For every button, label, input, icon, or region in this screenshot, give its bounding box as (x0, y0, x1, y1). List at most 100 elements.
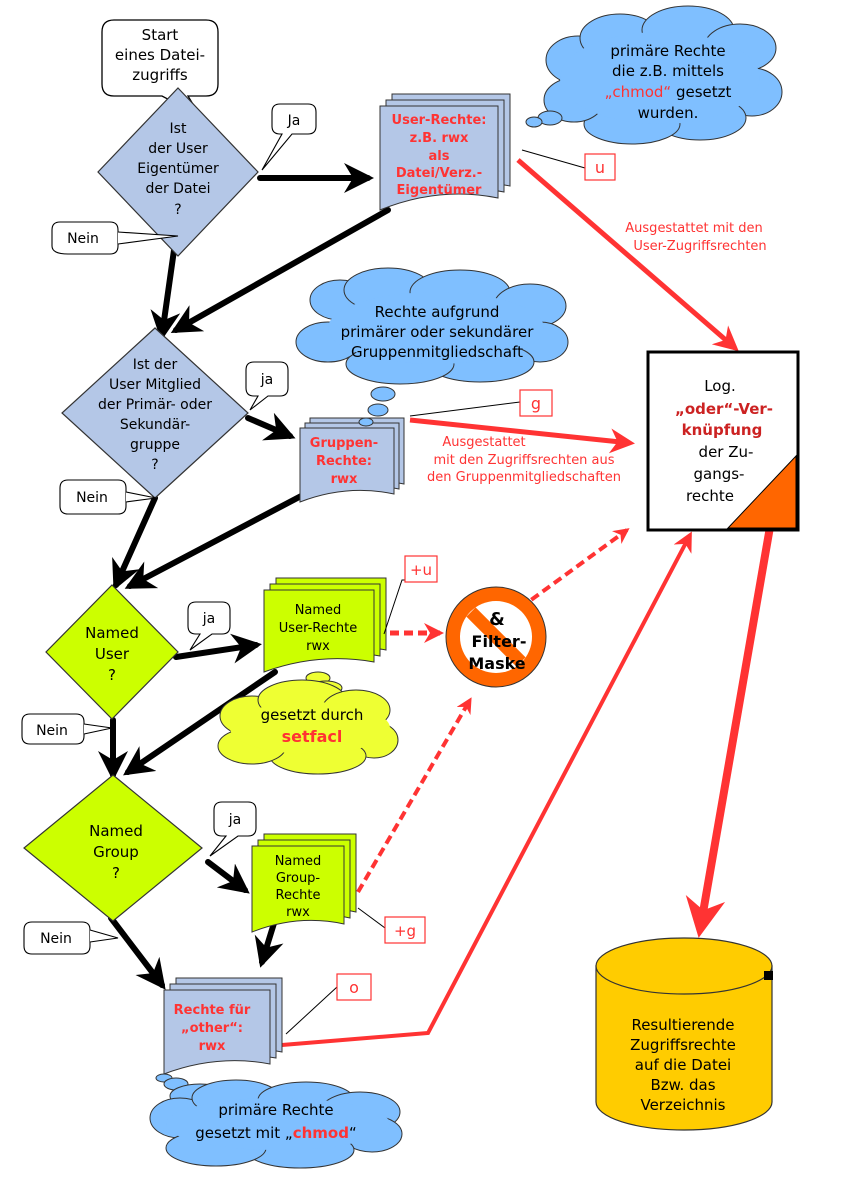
decision-owner-line-3: Eigentümer (137, 161, 219, 177)
decision-named-user: Named User ? (45, 584, 179, 720)
document-other-rights-line-2: „other“: (181, 1021, 243, 1036)
edge-label-user-line-2: User-Zugriffsrechten (633, 239, 766, 254)
document-named-user-rights-line-3: rwx (306, 639, 330, 654)
document-named-user-rights: Named User-Rechte rwx (263, 577, 387, 673)
cloud-group-membership-line-3: Gruppenmitgliedschaft (351, 343, 523, 361)
answer-ja-group: ja (245, 361, 289, 411)
cloud-chmod-primary-line-2: die z.B. mittels (612, 62, 724, 80)
decision-named-group: Named Group ? (23, 774, 203, 922)
tag-plus-u: +u (410, 561, 432, 579)
decision-named-group-line-2: Group (93, 843, 139, 861)
start-callout-line-2: eines Datei- (115, 46, 205, 64)
decision-group-line-1: Ist der (133, 357, 178, 373)
result-line-5: Verzeichnis (640, 1096, 725, 1114)
document-user-rights-line-4: Datei/Verz.- (396, 166, 482, 181)
or-box-line-4: der Zu- (699, 443, 754, 461)
cloud-chmod-primary-line-1: primäre Rechte (610, 42, 725, 60)
decision-named-group-line-3: ? (112, 864, 120, 882)
decision-group-line-5: gruppe (130, 437, 180, 453)
edge-label-group-line-1: Ausgestattet (442, 435, 525, 450)
decision-group-line-2: User Mitglied (109, 377, 201, 393)
document-named-user-rights-line-2: User-Rechte (279, 621, 357, 636)
or-box-line-3: knüpfung (682, 421, 763, 439)
decision-named-user-line-2: User (95, 645, 130, 663)
cloud-chmod-primary-line-4: wurden. (638, 104, 699, 122)
document-named-user-rights-line-1: Named (295, 603, 342, 618)
document-group-rights-line-3: rwx (331, 472, 358, 487)
tag-o: o (349, 978, 359, 997)
edge-labels: Ausgestattet mit den User-Zugriffsrechte… (427, 221, 767, 485)
document-other-rights-line-3: rwx (199, 1039, 226, 1054)
filter-mask-line-1: & (489, 609, 505, 630)
filter-mask-line-2: Filter- (472, 632, 527, 651)
document-user-rights: User-Rechte: z.B. rwx als Datei/Verz.- E… (379, 93, 511, 211)
cloud-chmod-primary: primäre Rechte die z.B. mittels „chmod“ … (525, 5, 783, 145)
answer-nein-named-group-text: Nein (40, 931, 72, 947)
cloud-group-membership-line-2: primärer oder sekundärer (341, 323, 535, 341)
decision-owner-line-5: ? (174, 202, 181, 218)
answer-callouts: Ja Nein ja Nein ja Nein ja (21, 103, 317, 955)
cloud-setfacl-command: setfacl (282, 727, 343, 746)
tag-plus-g: +g (394, 922, 416, 940)
document-group-rights-line-2: Rechte: (316, 454, 372, 469)
answer-ja-named-group: ja (209, 801, 257, 857)
permission-tags: u g +u +g o (285, 149, 616, 1035)
decision-named-group-line-1: Named (89, 822, 143, 840)
cloud-group-membership-line-1: Rechte aufgrund (375, 303, 500, 321)
decision-owner-line-2: der User (148, 141, 208, 157)
cloud-other-chmod: primäre Rechte gesetzt mit „chmod“ (149, 1073, 403, 1169)
document-other-rights: Rechte für „other“: rwx (163, 977, 283, 1075)
answer-ja-owner-text: Ja (287, 113, 301, 129)
document-named-group-rights-line-1: Named (275, 854, 322, 869)
answer-ja-named-user: ja (187, 601, 231, 651)
cloud-setfacl: gesetzt durch setfacl (217, 671, 399, 775)
decision-group: Ist der User Mitglied der Primär- oder S… (61, 327, 249, 499)
decision-owner-line-1: Ist (170, 121, 187, 137)
cloud-other-chmod-prefix: gesetzt mit „ (195, 1124, 292, 1142)
answer-nein-owner: Nein (51, 221, 179, 255)
decision-group-line-6: ? (151, 457, 158, 473)
document-named-group-rights-line-2: Group- (276, 871, 321, 886)
or-box-line-1: Log. (704, 377, 736, 395)
answer-ja-named-group-text: ja (228, 812, 241, 828)
cloud-other-chmod-command: chmod (293, 1124, 349, 1142)
cloud-chmod-primary-line-3: gesetzt (671, 83, 731, 101)
answer-nein-named-group: Nein (23, 921, 119, 955)
decision-owner-line-4: der Datei (145, 181, 210, 197)
logical-or-box: Log. „oder“-Ver- knüpfung der Zu- gangs-… (646, 350, 800, 532)
cloud-other-chmod-suffix: “ (349, 1124, 357, 1142)
result-line-4: Bzw. das (650, 1076, 715, 1094)
document-user-rights-line-1: User-Rechte: (392, 113, 487, 128)
document-user-rights-line-5: Eigentümer (397, 183, 483, 198)
answer-ja-group-text: ja (260, 372, 273, 388)
start-callout: Start eines Datei- zugriffs (101, 19, 219, 118)
answer-nein-group-text: Nein (76, 490, 108, 506)
document-user-rights-line-2: z.B. rwx (410, 131, 469, 146)
cloud-other-chmod-line-1: primäre Rechte (218, 1101, 333, 1119)
decision-owner: Ist der User Eigentümer der Datei ? (97, 87, 259, 257)
document-named-group-rights: Named Group- Rechte rwx (251, 833, 357, 933)
result-line-2: Zugriffsrechte (630, 1036, 736, 1054)
or-box-line-6: rechte (686, 487, 734, 505)
decision-group-line-4: Sekundär- (120, 417, 190, 433)
edge-label-group-line-2: mit den Zugriffsrechten aus (433, 453, 614, 468)
document-named-group-rights-line-3: Rechte (276, 888, 321, 903)
tag-g: g (531, 394, 541, 413)
edge-label-user-line-1: Ausgestattet mit den (625, 221, 762, 236)
decision-named-user-line-3: ? (108, 666, 116, 684)
result-cylinder: Resultierende Zugriffsrechte auf die Dat… (595, 937, 773, 1131)
edge-label-group-line-3: den Gruppenmitgliedschaften (427, 470, 621, 485)
document-group-rights: Gruppen- Rechte: rwx (299, 417, 405, 503)
filter-mask: & Filter- Maske (445, 586, 547, 688)
document-named-group-rights-line-4: rwx (286, 905, 310, 920)
filter-mask-line-3: Maske (468, 654, 525, 673)
result-line-3: auf die Datei (635, 1056, 731, 1074)
answer-nein-named-user: Nein (21, 713, 113, 745)
flow-arrows (98, 163, 391, 990)
start-callout-line-3: zugriffs (132, 66, 188, 84)
cloud-group-membership: Rechte aufgrund primärer oder sekundärer… (295, 267, 569, 427)
or-box-line-2: „oder“-Ver- (675, 400, 773, 418)
svg-text:gesetzt mit „chmod“: gesetzt mit „chmod“ (195, 1124, 356, 1142)
tag-u: u (595, 158, 605, 177)
